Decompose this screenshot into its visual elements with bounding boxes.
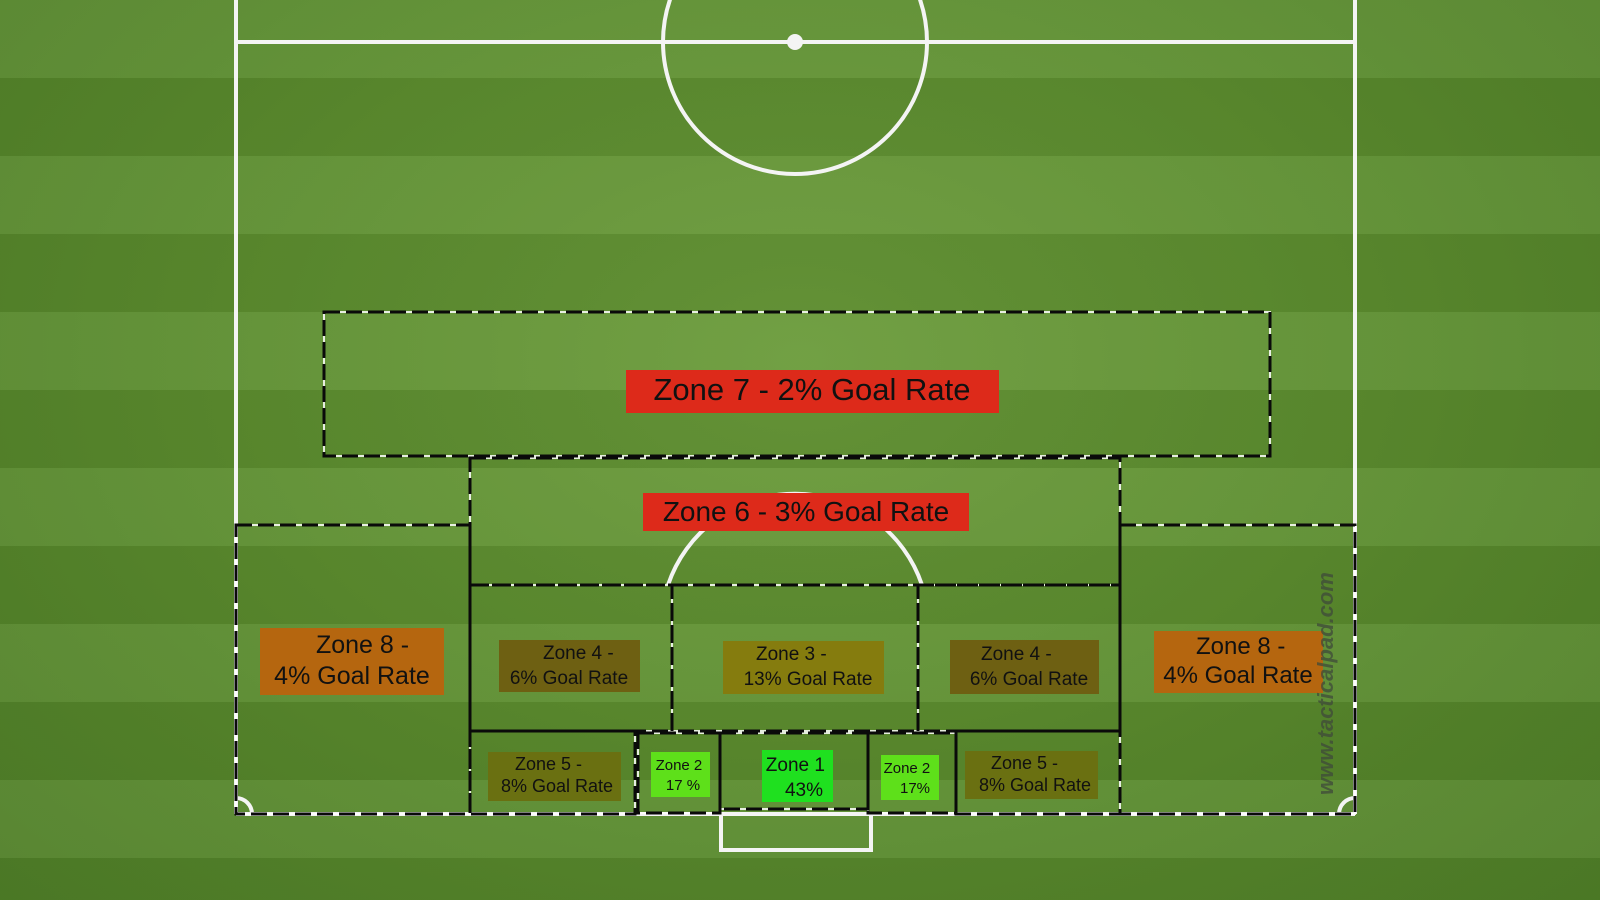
- pitch-markings: [234, 0, 1357, 852]
- zone-2-left-label: Zone 2 17 %: [651, 752, 710, 797]
- svg-text:Zone 8 - 4% Goal Rate: Zone 8 - 4% Goal Rate: [274, 631, 430, 690]
- zone-5-left-line-1: Zone 5 -: [515, 754, 582, 774]
- zone-2-right-line-1: Zone 2: [884, 760, 931, 777]
- zone-4-right-line-1: Zone 4 -: [981, 644, 1052, 665]
- zone-7-label: Zone 7 - 2% Goal Rate: [626, 370, 999, 413]
- zone-7-outline: [322, 310, 1272, 458]
- zone-4-right-line-2: 6% Goal Rate: [970, 669, 1088, 690]
- corner-arc-left: [235, 796, 254, 815]
- zone-6-label: Zone 6 - 3% Goal Rate: [643, 493, 969, 531]
- zone-8-left-line-2: 4% Goal Rate: [274, 662, 430, 690]
- zone-4-left-line-1: Zone 4 -: [543, 643, 614, 664]
- zone-1-line-1: Zone 1: [766, 755, 825, 776]
- zone-3-label: Zone 3 - 13% Goal Rate: [723, 641, 884, 694]
- zone-6-text: Zone 6 - 3% Goal Rate: [663, 496, 949, 527]
- zone-2-right-label: Zone 2 17%: [881, 755, 939, 800]
- svg-text:Zone 2 17%: Zone 2 17%: [884, 760, 935, 797]
- zone-5-right-label: Zone 5 - 8% Goal Rate: [965, 751, 1098, 799]
- svg-text:Zone 5 - 8% Goal Rate: Zone 5 - 8% Goal Rate: [979, 753, 1091, 795]
- svg-text:Zone 5 - 8% Goal Rate: Zone 5 - 8% Goal Rate: [501, 754, 613, 796]
- zone-2-left-line-2: 17 %: [666, 777, 700, 794]
- zone-outlines: [234, 310, 1357, 816]
- center-circle: [661, 0, 929, 176]
- zone-4-right-outline: [916, 583, 1122, 733]
- zone-5-left-label: Zone 5 - 8% Goal Rate: [488, 752, 621, 801]
- zone-2-right-line-2: 17%: [900, 780, 930, 797]
- zone-4-right-label: Zone 4 - 6% Goal Rate: [950, 640, 1099, 694]
- svg-text:Zone 4 - 6% Goal Rate: Zone 4 - 6% Goal Rate: [970, 644, 1088, 690]
- svg-text:Zone 6 - 3% Goal Rate: Zone 6 - 3% Goal Rate: [663, 496, 949, 527]
- svg-text:Zone 3 - 13% Goal Rate: Zone 3 - 13% Goal Rate: [744, 644, 873, 690]
- zone-5-right-outline: [954, 729, 1122, 816]
- svg-text:Zone 4 - 6% Goal Rate: Zone 4 - 6% Goal Rate: [510, 643, 628, 689]
- zone-8-left-outline: [234, 523, 472, 816]
- zone-4-left-label: Zone 4 - 6% Goal Rate: [499, 640, 640, 692]
- zone-labels: Zone 7 - 2% Goal Rate Zone 6 - 3% Goal R…: [260, 370, 1323, 802]
- zone-4-left-line-2: 6% Goal Rate: [510, 668, 628, 689]
- zone-7-text: Zone 7 - 2% Goal Rate: [653, 372, 970, 407]
- zone-5-left-outline: [468, 729, 637, 816]
- zone-8-right-line-1: Zone 8 -: [1196, 633, 1285, 660]
- zone-8-left-label: Zone 8 - 4% Goal Rate: [260, 628, 444, 695]
- zone-8-right-line-2: 4% Goal Rate: [1163, 662, 1312, 689]
- corner-arc-right: [1337, 796, 1356, 815]
- zone-8-left-line-1: Zone 8 -: [316, 631, 409, 659]
- svg-text:Zone 2 17 %: Zone 2 17 %: [656, 757, 707, 794]
- zone-8-right-label: Zone 8 - 4% Goal Rate: [1154, 631, 1323, 693]
- svg-text:Zone 1 43%: Zone 1 43%: [766, 755, 830, 801]
- goal-frame: [719, 814, 873, 852]
- center-spot: [787, 34, 803, 50]
- watermark: www.tacticalpad.com: [1313, 572, 1338, 795]
- zone-1-line-2: 43%: [785, 780, 823, 801]
- zone-5-right-line-1: Zone 5 -: [991, 753, 1058, 773]
- zone-5-right-line-2: 8% Goal Rate: [979, 775, 1091, 795]
- zone-5-left-line-2: 8% Goal Rate: [501, 776, 613, 796]
- zone-3-line-2: 13% Goal Rate: [744, 669, 873, 690]
- zone-3-line-1: Zone 3 -: [756, 644, 827, 665]
- svg-text:Zone 7 - 2% Goal Rate: Zone 7 - 2% Goal Rate: [653, 372, 970, 407]
- zone-2-right-outline: [866, 731, 958, 815]
- zone-2-left-line-1: Zone 2: [656, 757, 703, 774]
- zone-1-label: Zone 1 43%: [762, 750, 833, 802]
- svg-text:Zone 8 - 4% Goal Rate: Zone 8 - 4% Goal Rate: [1163, 633, 1312, 689]
